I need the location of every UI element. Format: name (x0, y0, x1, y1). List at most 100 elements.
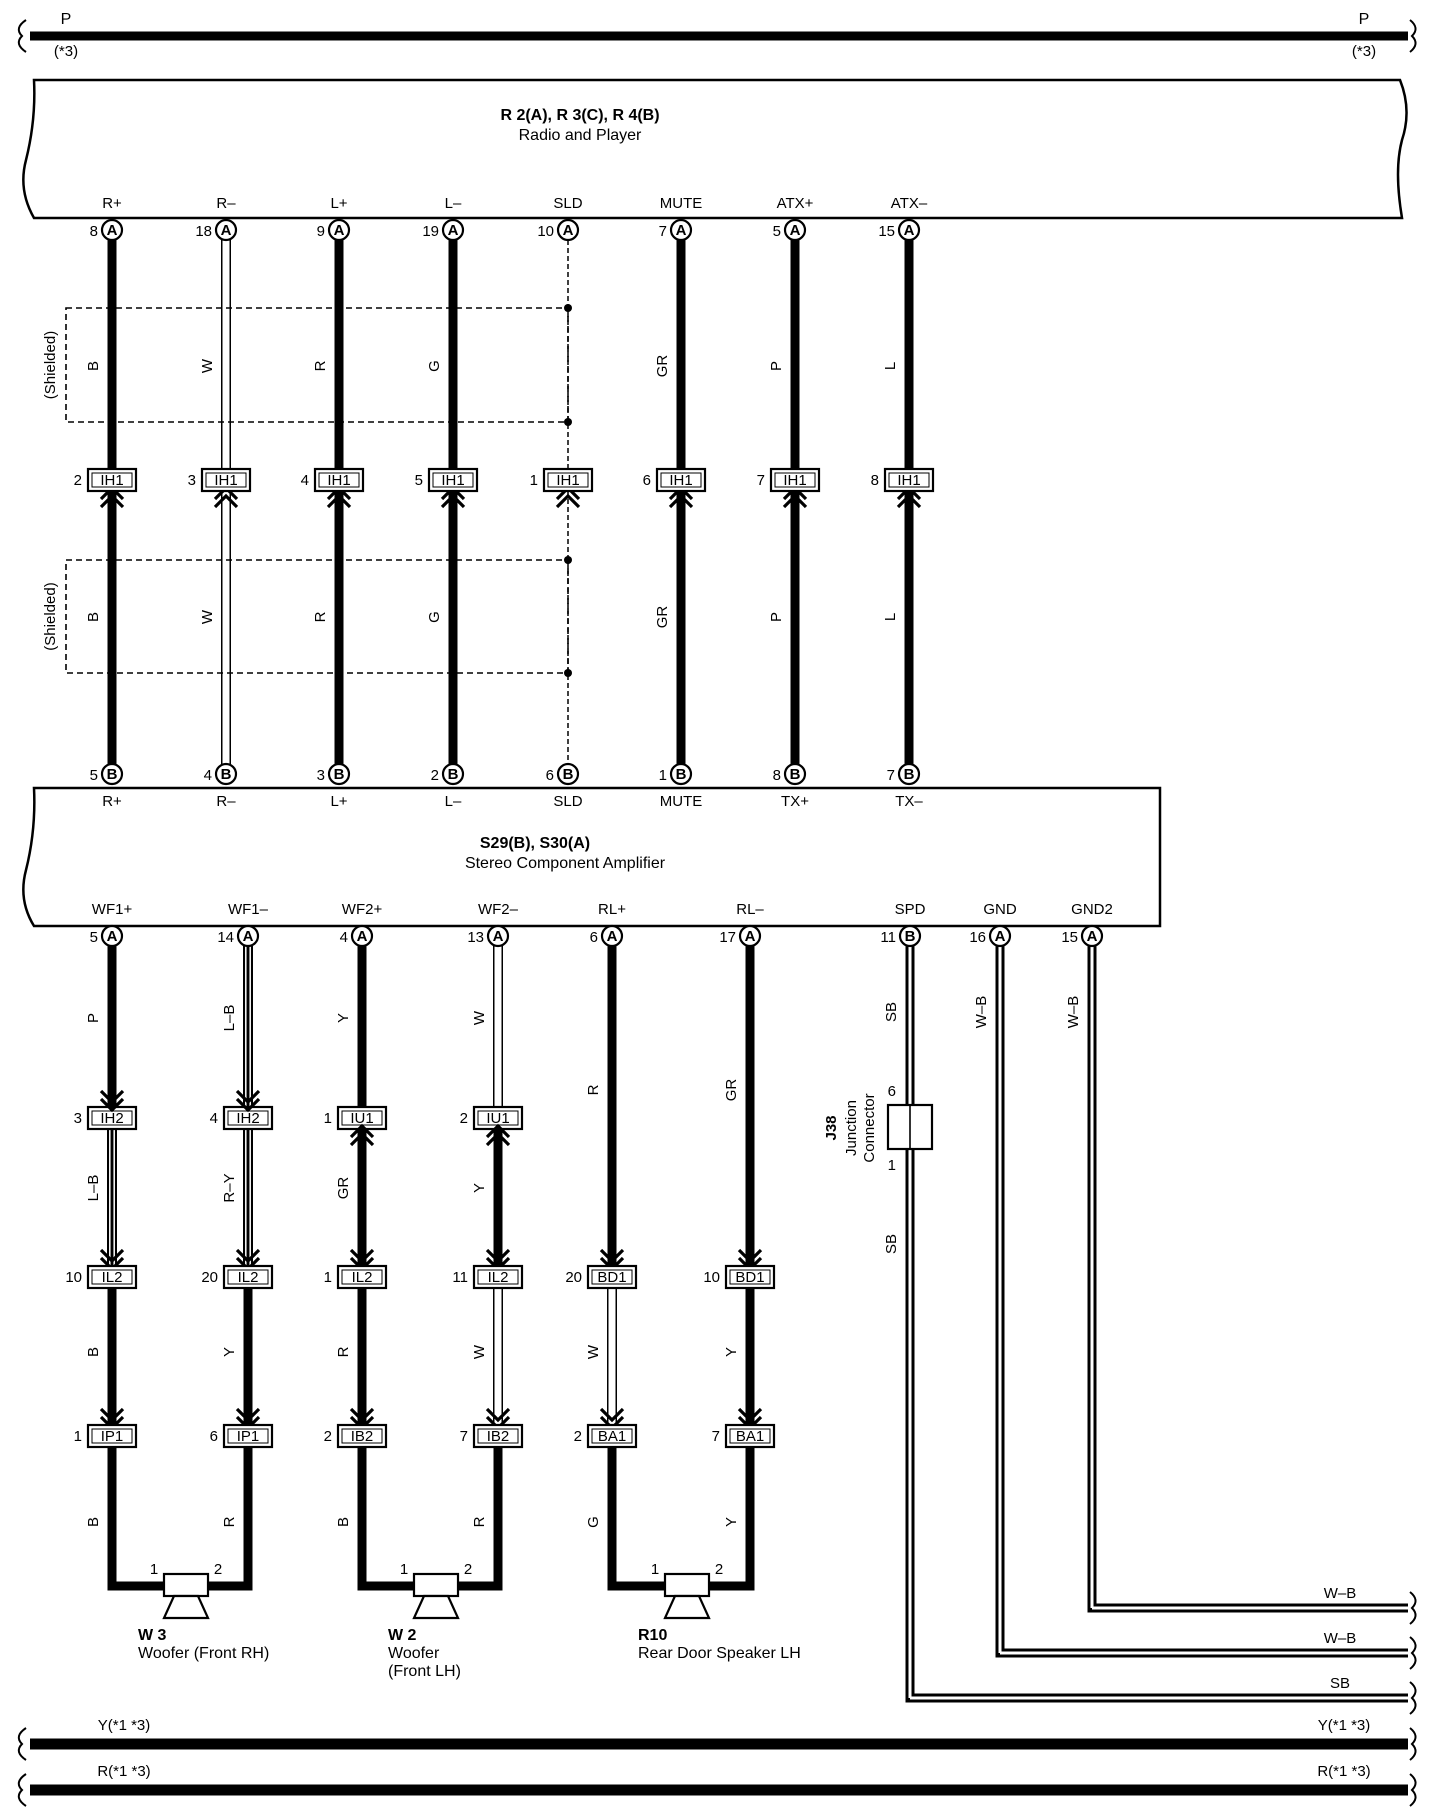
connector-box-inner (205, 472, 247, 488)
connector-pin-number: 6 (643, 472, 651, 489)
connector-pin-number: 2 (574, 1428, 582, 1445)
connector-name: IH1 (669, 472, 692, 489)
inline-arrow (485, 1123, 511, 1147)
arrow-chevron-stroke (599, 1407, 625, 1423)
arrow-chevron-stroke (485, 1123, 511, 1139)
connector-letter: B (904, 766, 915, 783)
wire-color-label: GR (654, 355, 671, 378)
speaker-icon (162, 1572, 210, 1598)
radio-terminal-label: L– (445, 195, 462, 212)
ih1-connector (313, 467, 365, 493)
amp-output-pin-number: 6 (590, 929, 598, 946)
inline-connector (724, 1264, 776, 1290)
connector-box-inner (318, 472, 360, 488)
connector-box-inner (729, 1269, 771, 1285)
junction-name: Junction (843, 1100, 860, 1156)
connector-name: IP1 (237, 1428, 260, 1445)
connector-letter: A (221, 222, 232, 239)
connector-name: BD1 (597, 1269, 626, 1286)
connector-letter: B (107, 766, 118, 783)
arrow-chevron-stroke (99, 1089, 125, 1105)
arrow-chevron-stroke (782, 493, 808, 509)
wire-color-label: G (585, 1516, 602, 1528)
arrow-chevron-stroke (235, 1097, 261, 1113)
connector-letter: A (676, 222, 687, 239)
radio-pin (897, 218, 921, 242)
connector-name: BA1 (598, 1428, 626, 1445)
radio-terminal-label: MUTE (660, 195, 703, 212)
speaker-cone-icon (663, 1594, 711, 1620)
top-bus-right-note: (*3) (1352, 43, 1376, 60)
connector-box-inner (591, 1428, 633, 1444)
connector-box-inner (729, 1428, 771, 1444)
connector-pin-number: 1 (74, 1428, 82, 1445)
connector-name: IH1 (783, 472, 806, 489)
arrow-chevron-stroke (599, 1248, 625, 1264)
junction-name-line2: Connector (861, 1093, 878, 1162)
amp-output-pin-number: 5 (90, 929, 98, 946)
inline-connector (86, 1423, 138, 1449)
ih1-connector (542, 467, 594, 493)
bottom-bus-line-end-left (17, 1773, 27, 1807)
arrow-chevron-stroke (485, 1407, 511, 1423)
arrow-chevron-stroke (213, 493, 239, 509)
connector-pin-number: 4 (210, 1110, 218, 1127)
amp-input-pin (669, 762, 693, 786)
radio-pin (556, 218, 580, 242)
connector-name: IB2 (487, 1428, 510, 1445)
amp-input-pin-number: 2 (431, 767, 439, 784)
inline-connector (472, 1105, 524, 1131)
connector-pin-number: 6 (210, 1428, 218, 1445)
connector-pin-number: 20 (201, 1269, 218, 1286)
connector-box-inner (547, 472, 589, 488)
wire-color-label: W–B (973, 996, 990, 1029)
connector-box-inner (91, 1269, 133, 1285)
connector-letter: B (905, 928, 916, 945)
connector-name: IL2 (488, 1269, 509, 1286)
amp-output-pin (486, 924, 510, 948)
speaker-pin-number: 1 (150, 1561, 158, 1578)
inline-arrow (235, 1089, 261, 1113)
wire-color-label: R (221, 1516, 238, 1527)
amp-input-pin (100, 762, 124, 786)
wire-color-label: B (85, 612, 102, 622)
arrow-chevron-stroke (349, 1407, 375, 1423)
wire-color-label: W (471, 1344, 488, 1359)
amp-input-pin-number: 4 (204, 767, 212, 784)
amp-right-terminal-label: GND (983, 901, 1017, 918)
connector-box-inner (888, 472, 930, 488)
connector-box-inner (91, 472, 133, 488)
wire-color-label: R (471, 1516, 488, 1527)
amp-input-terminal-label: R+ (102, 793, 122, 810)
shield-junction-dot (564, 304, 572, 312)
connector-name: IP1 (101, 1428, 124, 1445)
inline-connector (336, 1264, 388, 1290)
radio-pin (214, 218, 238, 242)
wire-color-label: Y (723, 1347, 740, 1357)
connector-name: BA1 (736, 1428, 764, 1445)
inline-connector (472, 1423, 524, 1449)
connector-pin-number: 10 (703, 1269, 720, 1286)
connector-name: IH1 (100, 472, 123, 489)
connector-pin-number: 1 (324, 1110, 332, 1127)
radio-pin-number: 19 (422, 223, 439, 240)
amp-input-pin (214, 762, 238, 786)
ih1-connector (883, 467, 935, 493)
amp-output-pin-number: 4 (340, 929, 348, 946)
ih1-connector (427, 467, 479, 493)
speaker-pin-number: 2 (464, 1561, 472, 1578)
arrow-chevron-stroke (99, 1407, 125, 1423)
amp-output-pin-number: 13 (467, 929, 484, 946)
wire-color-label: W (199, 609, 216, 624)
amp-right-terminal-label: GND2 (1071, 901, 1113, 918)
radio-pin (441, 218, 465, 242)
wire-color-label: W (199, 358, 216, 373)
connector-pin-number: 3 (188, 472, 196, 489)
wire-color-label: Y (335, 1013, 352, 1023)
speaker-name: Woofer (388, 1645, 440, 1662)
top-bus-line-end-right (1409, 19, 1417, 53)
ih1-connector (86, 467, 138, 493)
connector-box-inner (477, 1428, 519, 1444)
speaker-pin-number: 2 (214, 1561, 222, 1578)
